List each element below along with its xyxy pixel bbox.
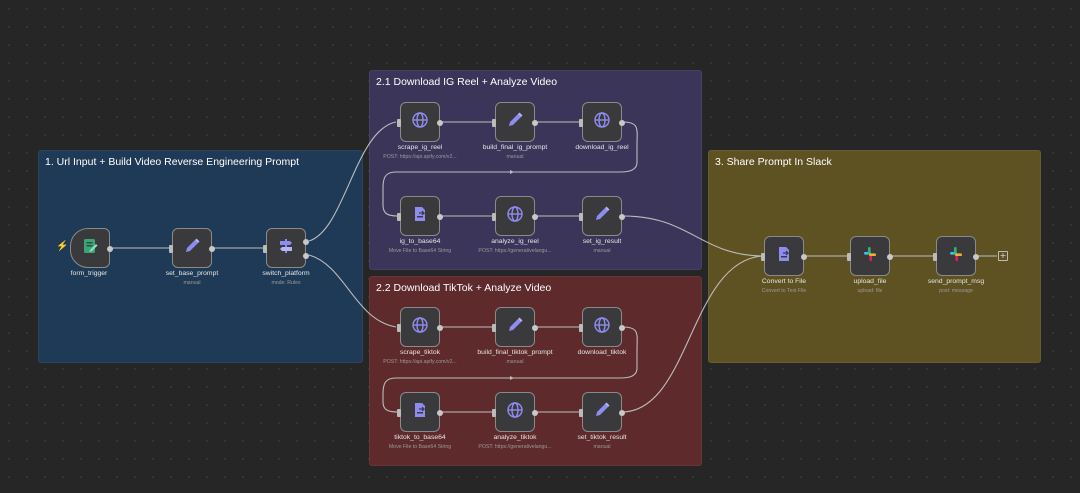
node-subtitle: manual: [506, 359, 524, 365]
signpost-icon: [277, 237, 295, 260]
output-port[interactable]: [437, 410, 443, 416]
output-port[interactable]: [532, 410, 538, 416]
output-port[interactable]: [437, 325, 443, 331]
input-port[interactable]: [169, 245, 173, 253]
wire: [622, 255, 763, 413]
node-analyze-ig-reel[interactable]: [492, 196, 538, 236]
slack-icon: [861, 245, 879, 268]
node-download-ig-reel[interactable]: [579, 102, 625, 142]
globe-icon: [593, 316, 611, 339]
input-port[interactable]: [492, 324, 496, 332]
globe-icon: [593, 111, 611, 134]
output-port[interactable]: [887, 254, 893, 260]
node-label: set_ig_result: [582, 238, 622, 245]
form-icon: [81, 237, 99, 260]
node-label: download_ig_reel: [575, 144, 629, 151]
output-port[interactable]: [303, 239, 309, 245]
group-title: 2.1 Download IG Reel + Analyze Video: [376, 76, 558, 88]
output-port[interactable]: [619, 214, 625, 220]
input-port[interactable]: [579, 213, 583, 221]
node-subtitle: manual: [593, 444, 611, 450]
output-port[interactable]: [973, 254, 979, 260]
input-port[interactable]: [579, 324, 583, 332]
node-label: download_tiktok: [577, 349, 627, 356]
input-port[interactable]: [397, 324, 401, 332]
wire: [622, 215, 763, 257]
node-label: set_tiktok_result: [577, 434, 627, 441]
node-set-ig-result[interactable]: [579, 196, 625, 236]
node-tiktok-to-base64[interactable]: [397, 392, 443, 432]
node-ig-to-base64[interactable]: [397, 196, 443, 236]
input-port[interactable]: [847, 253, 851, 261]
node-switch-platform[interactable]: [263, 228, 309, 268]
input-port[interactable]: [761, 253, 765, 261]
input-port[interactable]: [397, 409, 401, 417]
node-label: send_prompt_msg: [927, 278, 985, 285]
globe-icon: [506, 205, 524, 228]
node-upload-file[interactable]: [847, 236, 893, 276]
node-download-tiktok[interactable]: [579, 307, 625, 347]
pencil-icon: [593, 401, 611, 424]
node-subtitle: mode: Rules: [271, 280, 301, 286]
wire: [382, 326, 638, 413]
output-port[interactable]: [532, 120, 538, 126]
wire: [382, 121, 638, 217]
node-convert-to-file[interactable]: [761, 236, 807, 276]
input-port[interactable]: [492, 409, 496, 417]
input-port[interactable]: [492, 119, 496, 127]
node-label: switch_platform: [262, 270, 310, 277]
output-port[interactable]: [303, 253, 309, 259]
output-port[interactable]: [619, 120, 625, 126]
pencil-icon: [506, 111, 524, 134]
node-form-trigger[interactable]: [70, 228, 113, 268]
globe-icon: [411, 111, 429, 134]
input-port[interactable]: [933, 253, 937, 261]
node-subtitle: manual: [506, 154, 524, 160]
pencil-icon: [183, 237, 201, 260]
input-port[interactable]: [397, 119, 401, 127]
node-set-tiktok-result[interactable]: [579, 392, 625, 432]
pencil-icon: [506, 316, 524, 339]
node-set-base-prompt[interactable]: [169, 228, 215, 268]
group-title: 1. Url Input + Build Video Reverse Engin…: [45, 156, 299, 168]
output-port[interactable]: [107, 246, 113, 252]
output-port[interactable]: [209, 246, 215, 252]
node-send-prompt-msg[interactable]: [933, 236, 979, 276]
node-scrape-ig-reel[interactable]: [397, 102, 443, 142]
group-title: 3. Share Prompt In Slack: [715, 156, 832, 168]
node-subtitle: manual: [593, 248, 611, 254]
input-port[interactable]: [492, 213, 496, 221]
output-port[interactable]: [437, 120, 443, 126]
output-port[interactable]: [532, 325, 538, 331]
node-build-final-ig-prompt[interactable]: [492, 102, 538, 142]
output-port[interactable]: [437, 214, 443, 220]
input-port[interactable]: [579, 119, 583, 127]
input-port[interactable]: [397, 213, 401, 221]
file-convert-icon: [411, 205, 429, 228]
globe-icon: [506, 401, 524, 424]
wire: [308, 254, 397, 328]
node-build-final-tiktok-prompt[interactable]: [492, 307, 538, 347]
pencil-icon: [593, 205, 611, 228]
file-convert-icon: [411, 401, 429, 424]
globe-icon: [411, 316, 429, 339]
node-subtitle: post: message: [939, 288, 973, 294]
node-scrape-tiktok[interactable]: [397, 307, 443, 347]
output-port[interactable]: [619, 325, 625, 331]
file-convert-icon: [775, 245, 793, 268]
output-port[interactable]: [801, 254, 807, 260]
group-title: 2.2 Download TikTok + Analyze Video: [376, 282, 552, 294]
output-port[interactable]: [619, 410, 625, 416]
input-port[interactable]: [263, 245, 267, 253]
slack-icon: [947, 245, 965, 268]
add-node-plus-icon[interactable]: +: [998, 251, 1008, 261]
lightning-icon: ⚡: [56, 241, 69, 252]
wire: [308, 121, 397, 242]
input-port[interactable]: [579, 409, 583, 417]
output-port[interactable]: [532, 214, 538, 220]
node-analyze-tiktok[interactable]: [492, 392, 538, 432]
